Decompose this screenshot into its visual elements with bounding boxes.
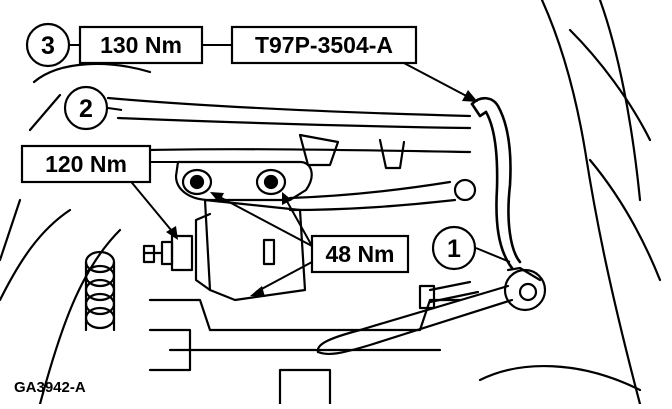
callout-1-label: 1 (447, 235, 461, 263)
arrow-tool (462, 90, 478, 102)
arrow-48-right (282, 192, 292, 205)
stud-washer (160, 240, 174, 266)
tool-number: T97P-3504-A (255, 32, 393, 58)
torque-130nm: 130 Nm (100, 32, 182, 58)
lower-left-arc-2 (0, 208, 72, 302)
box-120nm (20, 144, 152, 184)
label-boxes (20, 25, 418, 274)
callout-2-circle (63, 85, 109, 131)
wheel-tread-3 (478, 364, 642, 392)
arrow-120 (166, 226, 178, 240)
leader-2 (107, 107, 123, 111)
bottom-block (278, 368, 332, 406)
leader-48-left (213, 193, 313, 247)
ratchet-neck (506, 266, 542, 282)
frame-rail-upper (106, 96, 472, 118)
box-48nm (310, 234, 410, 274)
pipe-lower (288, 198, 457, 212)
leader-1 (475, 247, 511, 263)
box-tool (230, 25, 418, 65)
wheel-arc-inner (598, 0, 642, 202)
mount-hole-right (255, 168, 287, 196)
leader-tool (401, 61, 475, 101)
top-bracket (298, 133, 340, 167)
box-130nm (78, 25, 204, 65)
torque-48nm: 48 Nm (325, 241, 394, 267)
mount-hole-left-inner (189, 174, 205, 190)
background-linework (0, 0, 662, 406)
mount-hole-left (181, 168, 213, 196)
callout-2-label: 2 (79, 95, 93, 123)
component-body (203, 198, 307, 302)
upper-left-edge (28, 93, 62, 132)
figure-id: GA3942-A (14, 379, 86, 396)
frame-rail-upper-2 (116, 116, 472, 130)
ratchet-head-outer (503, 268, 547, 312)
ratchet-handle-bottom (316, 298, 514, 356)
stud-end (142, 244, 156, 264)
ratchet-head-inner (518, 282, 538, 302)
leader-48-bottom (255, 261, 313, 293)
top-bracket-2 (378, 138, 406, 170)
leader-lines (70, 44, 511, 293)
frame-rail-lower (148, 148, 472, 154)
lower-left-arc (38, 228, 122, 406)
ratchet-handle-top (316, 284, 510, 354)
tool-bar-outer (470, 96, 522, 264)
leader-120 (127, 177, 177, 237)
extension-bar (428, 280, 480, 304)
socket (418, 284, 436, 310)
torque-120nm: 120 Nm (45, 151, 127, 177)
leader-48-right (283, 195, 313, 247)
bottom-left-block (148, 328, 192, 372)
tool-hook (470, 102, 488, 118)
coil-spring (84, 250, 116, 332)
component-tab (262, 238, 276, 266)
callout-3-circle (25, 22, 71, 68)
mount-hole-right-inner (263, 174, 279, 190)
stud-nut (170, 234, 194, 272)
leader-arrowheads (166, 90, 478, 297)
arrow-48-left (210, 192, 224, 203)
component-face (194, 212, 212, 292)
tool-bar-inner (484, 110, 514, 270)
left-edge-line (0, 198, 22, 262)
upper-left-sweep (32, 62, 152, 84)
bolt-right (453, 178, 477, 202)
arrow-48-bottom (250, 286, 265, 297)
pipe-upper (288, 180, 452, 200)
callout-1-circle (431, 225, 477, 271)
wheel-tread-2 (588, 158, 662, 282)
wheel-arc (540, 0, 642, 406)
callout-3-label: 3 (41, 32, 55, 60)
callout-circles (25, 22, 477, 271)
wheel-tread-1 (568, 28, 652, 142)
